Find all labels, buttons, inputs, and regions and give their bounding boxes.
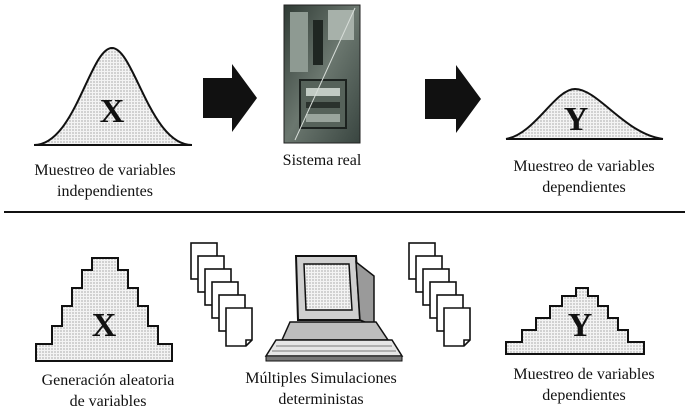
output-caption-top: Muestreo de variables dependientes bbox=[486, 156, 682, 198]
input-caption-bottom: Generación aleatoria de variables bbox=[18, 370, 198, 412]
caption-line: independientes bbox=[57, 183, 153, 200]
output-bell-curve: Y bbox=[505, 87, 664, 140]
caption-line: Generación aleatoria bbox=[41, 372, 175, 389]
caption-line: Muestreo de variables bbox=[513, 158, 655, 175]
caption-line: dependientes bbox=[542, 387, 626, 404]
right-arrow-icon bbox=[203, 64, 257, 132]
simulation-caption: Múltiples Simulaciones deterministas bbox=[218, 368, 424, 410]
real-system-photo bbox=[283, 4, 361, 144]
caption-line: dependientes bbox=[542, 179, 626, 196]
output-histogram: Y bbox=[505, 287, 645, 355]
caption-line: deterministas bbox=[278, 391, 364, 408]
input-caption-top: Muestreo de variables independientes bbox=[5, 160, 205, 202]
right-arrow-icon bbox=[425, 65, 481, 133]
document-stack-icon bbox=[190, 242, 253, 347]
caption-line: Muestreo de variables bbox=[34, 162, 176, 179]
input-histogram: X bbox=[35, 257, 173, 362]
system-caption: Sistema real bbox=[262, 150, 382, 171]
input-symbol: X bbox=[100, 93, 125, 130]
output-symbol: Y bbox=[564, 101, 589, 138]
output-symbol: Y bbox=[568, 307, 593, 344]
input-symbol: X bbox=[92, 307, 117, 344]
caption-line: Muestreo de variables bbox=[513, 366, 655, 383]
document-stack-icon bbox=[408, 242, 471, 347]
caption-line: Sistema real bbox=[282, 152, 362, 169]
input-bell-curve: X bbox=[33, 46, 193, 146]
caption-line: de variables bbox=[69, 393, 147, 410]
caption-line: Múltiples Simulaciones bbox=[245, 370, 397, 387]
computer-icon bbox=[264, 255, 404, 362]
output-caption-bottom: Muestreo de variables dependientes bbox=[486, 364, 682, 406]
